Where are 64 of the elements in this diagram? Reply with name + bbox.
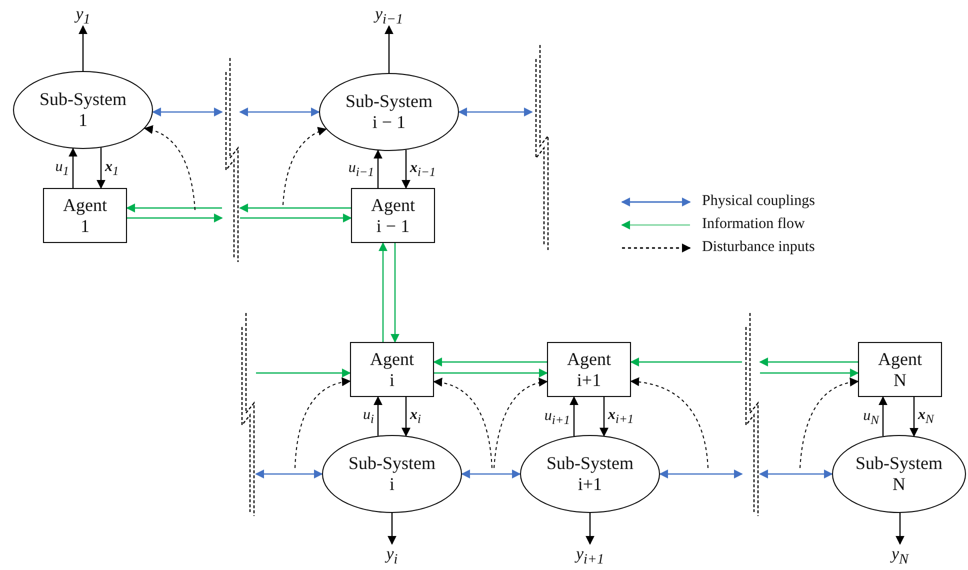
arrow xyxy=(878,396,888,436)
arrow xyxy=(759,358,858,366)
node-label: Sub-System 1 xyxy=(39,89,126,131)
arrow xyxy=(402,150,410,189)
arrow xyxy=(374,150,382,188)
node-label: Agent 1 xyxy=(63,194,107,236)
output-label: y$_{i}$ xyxy=(386,544,398,563)
node-label: Sub-System i − 1 xyxy=(345,91,432,133)
arrow xyxy=(384,25,394,73)
arrow xyxy=(390,243,400,343)
arrow xyxy=(255,470,323,478)
arrow xyxy=(256,368,351,378)
output-label: y$_{N}$ xyxy=(892,544,908,563)
disturbance-arrow xyxy=(630,378,708,468)
arrow xyxy=(240,214,352,222)
arrow xyxy=(433,358,547,366)
arrow xyxy=(458,108,533,116)
disturbance-arrow xyxy=(294,378,351,468)
node-label: Agent i+1 xyxy=(567,348,611,390)
arrow xyxy=(630,358,742,366)
arrow xyxy=(759,470,833,478)
node-label: Sub-System N xyxy=(855,453,942,495)
arrow xyxy=(659,470,743,478)
output-label: y$_{i−1}$ xyxy=(374,4,404,23)
node-label: Sub-System i xyxy=(348,453,436,495)
arrow xyxy=(152,108,223,116)
disturbance-arrow xyxy=(282,128,327,206)
legend-label: Information flow xyxy=(702,216,805,233)
arrow xyxy=(461,470,521,478)
disturbance-arrow xyxy=(144,126,196,210)
arrow xyxy=(760,368,859,378)
arrow xyxy=(239,204,351,212)
output-label: y$_{1}$ xyxy=(76,4,90,23)
arrow xyxy=(126,204,222,212)
node-label: Sub-System i+1 xyxy=(546,453,634,495)
node-label: Agent i xyxy=(370,348,414,390)
arrow xyxy=(600,397,608,437)
arrow xyxy=(78,25,88,71)
legend-label: Physical couplings xyxy=(702,193,815,210)
arrow xyxy=(374,396,382,436)
arrow xyxy=(96,148,106,189)
agent-box xyxy=(858,342,942,397)
arrow xyxy=(388,513,396,545)
disturbance-arrow xyxy=(433,378,492,468)
node-label: Agent N xyxy=(878,348,922,390)
node-label: Agent i − 1 xyxy=(371,194,415,236)
output-label: y$_{i+1}$ xyxy=(576,544,604,563)
agent-box xyxy=(351,188,435,243)
agent-box xyxy=(43,188,127,243)
arrow xyxy=(570,396,578,436)
arrow xyxy=(127,214,223,222)
arrow xyxy=(910,397,918,437)
legend-label: Disturbance inputs xyxy=(702,239,815,256)
disturbance-arrow xyxy=(800,378,859,468)
arrow xyxy=(434,368,548,378)
arrow xyxy=(896,513,904,545)
arrow xyxy=(68,148,78,188)
arrow xyxy=(239,108,320,116)
agent-box xyxy=(547,342,631,397)
disturbance-arrow xyxy=(494,378,548,468)
arrow xyxy=(378,242,388,342)
agent-box xyxy=(350,342,434,397)
arrow xyxy=(586,513,594,545)
arrow xyxy=(402,397,410,437)
